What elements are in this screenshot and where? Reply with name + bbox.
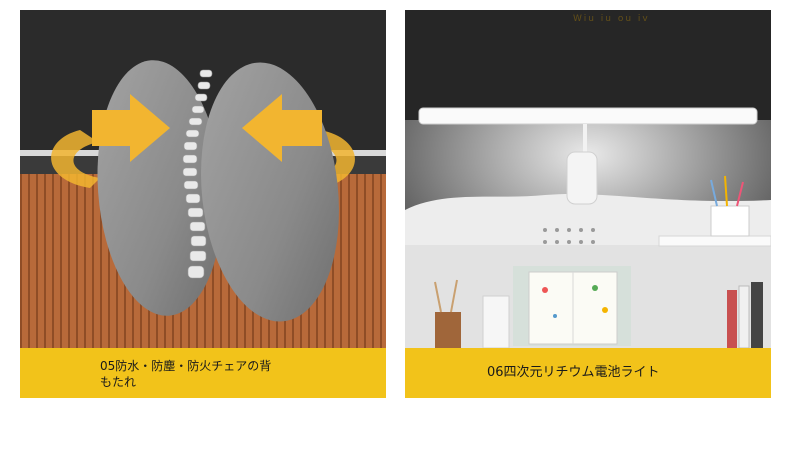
book: [727, 290, 737, 348]
shelf: [658, 235, 771, 247]
push-arrow-left-icon: [242, 94, 322, 162]
caption-text: 06四次元リチウム電池ライト: [487, 365, 660, 380]
rotate-arrow-right-icon: [310, 130, 355, 190]
led-light-bar: [418, 107, 758, 125]
pen-holder: [710, 205, 750, 237]
vent-dots: [543, 228, 595, 244]
book-doodles: [542, 285, 608, 318]
rotate-arrow-left-icon: [51, 130, 100, 188]
backrest-photo: [20, 10, 386, 348]
caption-bar: 05防水・防塵・防火チェアの背 もたれ: [20, 348, 386, 398]
caption-text-line-2: もたれ: [100, 375, 137, 389]
spine-icon: [182, 69, 213, 279]
watermark: Wiu iu ou iv: [573, 14, 650, 24]
brush-cup: [435, 312, 461, 348]
light-clip: [566, 151, 598, 205]
feature-card-light: Wiu iu ou iv 06四次元リチウム電池ライト: [405, 10, 771, 398]
push-arrow-right-icon: [92, 94, 170, 162]
caption-text-line-1: 05防水・防塵・防火チェアの背: [100, 359, 272, 373]
desk-light-photo: [405, 10, 771, 348]
caption-bar: 06四次元リチウム電池ライト: [405, 348, 771, 398]
feature-card-backrest: 05防水・防塵・防火チェアの背 もたれ: [20, 10, 386, 398]
